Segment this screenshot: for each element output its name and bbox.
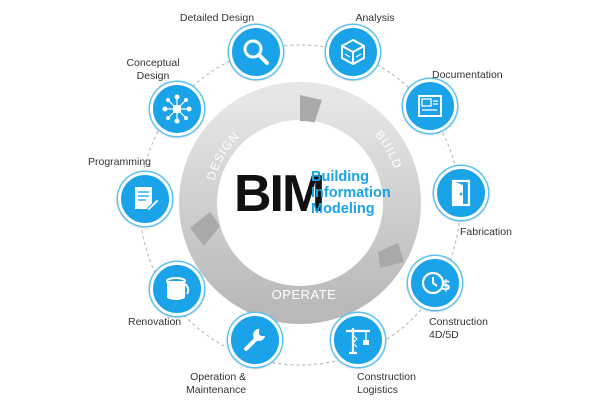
node-fabrication (434, 166, 488, 220)
svg-text:$: $ (441, 278, 451, 294)
blueprint-icon (418, 95, 442, 117)
node-conceptual-design (150, 82, 204, 136)
node-operation-maintenance (228, 313, 282, 367)
bim-subtitle-line-3: Modeling (311, 201, 375, 217)
arrow-head-design-to-build (300, 95, 322, 124)
document-pencil-icon (135, 187, 160, 212)
node-label-analysis: Analysis (355, 12, 395, 24)
phase-label-operate: OPERATE (272, 287, 337, 302)
node-label-construction-logistics: Construction Logistics (357, 371, 416, 396)
center-disc (218, 121, 382, 285)
arrow-head-build-to-operate (378, 243, 404, 268)
node-programming (118, 172, 172, 226)
node-label-documentation: Documentation (432, 69, 503, 81)
network-icon (162, 94, 192, 124)
node-construction-4d-5d: $ (408, 256, 462, 310)
node-label-operation-maintenance: Operation & Maintenance (186, 371, 247, 396)
bim-subtitle-line-1: Building (311, 169, 369, 185)
wrench-icon (244, 328, 265, 351)
node-documentation (403, 79, 457, 133)
arrow-head-operate-to-design (190, 212, 220, 246)
paint-bucket-icon (166, 277, 190, 300)
node-label-construction-4d-5d: Construction 4D/5D (429, 316, 488, 341)
node-renovation (150, 262, 204, 316)
node-label-programming: Programming (88, 156, 152, 168)
node-label-detailed-design: Detailed Design (179, 12, 255, 24)
node-detailed-design (229, 25, 283, 79)
magnifier-icon (243, 39, 269, 65)
clock-dollar-icon: $ (421, 271, 451, 295)
bim-subtitle-line-2: Information (311, 185, 391, 201)
node-construction-logistics (331, 313, 385, 367)
node-label-fabrication: Fabrication (460, 226, 512, 238)
door-icon (451, 179, 471, 207)
cube-analysis-icon (341, 38, 365, 66)
crane-icon (346, 328, 370, 355)
node-label-renovation: Renovation (128, 316, 182, 328)
node-analysis (326, 25, 380, 79)
bim-title: BIM (234, 165, 325, 223)
node-label-conceptual-design: Conceptual Design (126, 57, 180, 82)
